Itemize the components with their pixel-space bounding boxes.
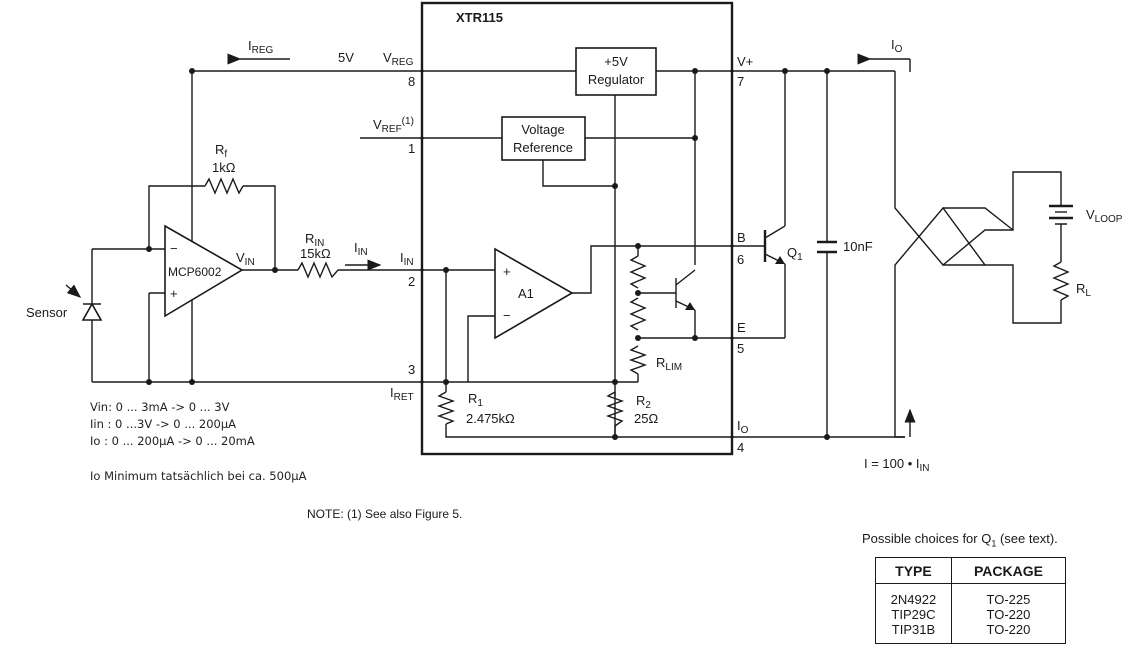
rin-resistor xyxy=(297,261,339,279)
r1-value: 2.475kΩ xyxy=(466,411,515,426)
current-arrows xyxy=(227,53,916,437)
table-header-type: TYPE xyxy=(875,557,952,584)
rlim-resistor xyxy=(628,255,648,375)
output-equation: I = 100 • IIN xyxy=(864,456,930,474)
rlim-label: RLIM xyxy=(656,355,682,373)
table-cell-package: TO-220 xyxy=(950,607,1066,622)
table-row: TIP29C TO-220 xyxy=(876,607,1066,622)
table-header-package: PACKAGE xyxy=(950,557,1066,584)
note-line2: Iin : 0 ...3V -> 0 ... 200µA xyxy=(90,417,236,431)
vref-line1: Voltage xyxy=(521,122,564,137)
junction-dots xyxy=(146,68,830,440)
vloop-label: VLOOP xyxy=(1086,207,1123,225)
table-cell-package: TO-220 xyxy=(950,622,1066,644)
regulator-box xyxy=(575,47,657,96)
table-cell-type: TIP31B xyxy=(891,622,936,637)
mcp6002-plus: + xyxy=(170,286,178,301)
v-reg-label: VREG xyxy=(383,50,414,68)
r2-value: 25Ω xyxy=(634,411,658,426)
loop-battery xyxy=(1049,200,1073,228)
sensor-label: Sensor xyxy=(26,305,68,320)
e-label: E xyxy=(737,320,746,335)
pin-5: 5 xyxy=(737,341,744,356)
table-cell-type: 2N4922 xyxy=(890,592,937,607)
sensor-diode xyxy=(65,284,103,321)
r2-label: R2 xyxy=(636,393,651,411)
rin-label: RIN xyxy=(305,231,324,249)
i-reg-label: IREG xyxy=(248,38,274,56)
q1-transistor xyxy=(763,225,786,265)
iin-pin-label: IIN xyxy=(400,250,414,268)
v5-label: 5V xyxy=(338,50,354,65)
voltage-reference-box xyxy=(501,116,586,161)
regulator-line1: +5V xyxy=(604,54,628,69)
b-label: B xyxy=(737,230,746,245)
mcp6002-opamp xyxy=(164,224,244,318)
pin-8: 8 xyxy=(408,74,415,89)
note-line3: Io : 0 ... 200µA -> 0 ... 20mA xyxy=(90,434,255,448)
r1-label: R1 xyxy=(468,391,483,409)
pin-3: 3 xyxy=(408,362,415,377)
note-line1: Vin: 0 ... 3mA -> 0 ... 3V xyxy=(90,400,230,414)
rf-resistor xyxy=(204,177,244,195)
table-cell-type: TIP29C xyxy=(891,607,936,622)
iin-arrow-label: IIN xyxy=(354,240,368,258)
ic-title: XTR115 xyxy=(456,10,503,25)
vin-label: VIN xyxy=(236,250,255,268)
v-ref-label: VREF(1) xyxy=(373,116,414,135)
pin-7: 7 xyxy=(737,74,744,89)
table-cell-package: TO-225 xyxy=(950,583,1066,607)
table-row: TIP31B TO-220 xyxy=(876,622,1066,644)
table-row: 2N4922 TO-225 xyxy=(876,583,1066,607)
mcp6002-label: MCP6002 xyxy=(168,265,222,279)
vplus-label: V+ xyxy=(737,54,753,69)
rf-value: 1kΩ xyxy=(212,160,236,175)
rf-label: Rf xyxy=(215,142,227,160)
pin-1: 1 xyxy=(408,141,415,156)
rl-resistor xyxy=(1052,261,1070,301)
rin-value: 15kΩ xyxy=(300,246,331,261)
a1-opamp xyxy=(494,247,574,340)
note-line4: Io Minimum tatsächlich bei ca. 500µA xyxy=(90,469,307,483)
vref-line2: Reference xyxy=(513,140,573,155)
i-ret-label: IRET xyxy=(390,385,414,403)
a1-label: A1 xyxy=(518,286,534,301)
internal-transistor xyxy=(675,269,696,311)
r2-resistor xyxy=(605,391,625,427)
capacitor-10nf xyxy=(817,240,837,254)
io-pin-label: IO xyxy=(737,418,749,436)
pin-6: 6 xyxy=(737,252,744,267)
cap-label: 10nF xyxy=(843,239,873,254)
q1-choices-table: TYPE PACKAGE 2N4922 TO-225 TIP29C TO-220… xyxy=(875,557,1066,644)
regulator-line2: Regulator xyxy=(588,72,645,87)
a1-plus: + xyxy=(503,264,511,279)
a1-minus: − xyxy=(503,308,511,323)
q1-label: Q1 xyxy=(787,245,803,263)
xtr115-box xyxy=(420,1,734,456)
figure-note: NOTE: (1) See also Figure 5. xyxy=(307,507,462,521)
r1-resistor xyxy=(436,391,456,425)
rl-label: RL xyxy=(1076,281,1091,299)
mcp6002-minus: − xyxy=(170,241,178,256)
pin-lines xyxy=(420,70,734,438)
table-caption: Possible choices for Q1 (see text). xyxy=(862,531,1058,549)
io-top-label: IO xyxy=(891,37,903,55)
pin-2: 2 xyxy=(408,274,415,289)
pin-4: 4 xyxy=(737,440,744,455)
